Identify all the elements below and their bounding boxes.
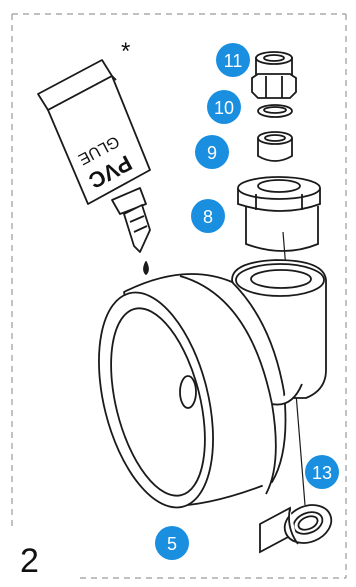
glue-note-asterisk: * <box>121 38 130 66</box>
part-8-reducer-bushing <box>238 177 320 251</box>
badge-10-label: 10 <box>214 98 234 118</box>
elbow-fitting <box>79 260 326 519</box>
badge-9-label: 9 <box>207 143 217 163</box>
badge-5: 5 <box>155 526 189 560</box>
badge-5-label: 5 <box>167 534 177 554</box>
part-10-washer <box>258 105 292 117</box>
part-13-thread-tape <box>260 498 337 552</box>
badge-8-label: 8 <box>203 207 213 227</box>
badge-9: 9 <box>195 135 229 169</box>
badge-11: 11 <box>216 43 250 77</box>
part-11-hex-cap <box>252 52 296 98</box>
part-9-ring <box>258 132 292 161</box>
badge-13-label: 13 <box>312 463 332 483</box>
badge-11-label: 11 <box>224 51 243 71</box>
step-number: 2 <box>20 542 39 581</box>
badge-13: 13 <box>305 455 339 489</box>
glue-drop <box>144 262 148 274</box>
badge-10: 10 <box>207 90 241 124</box>
badge-8: 8 <box>191 199 225 233</box>
